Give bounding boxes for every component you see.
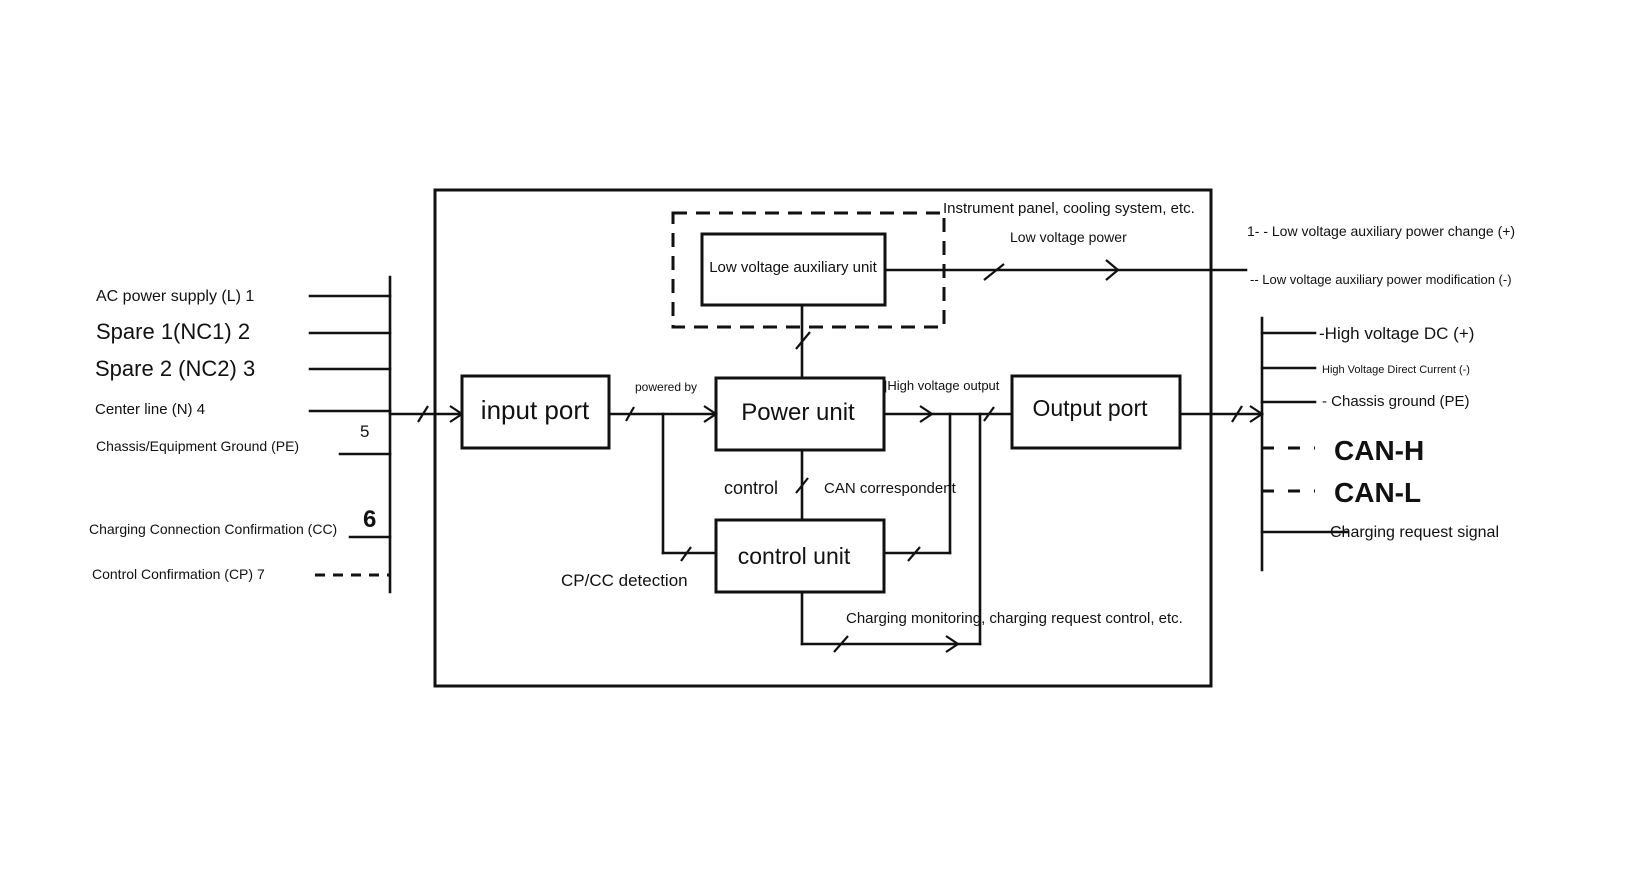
monitor-slash [833,635,849,653]
pin-label-cc: Charging Connection Confirmation (CC) [89,521,337,537]
dc-plus-label: -High voltage DC (+) [1319,324,1474,343]
low-voltage-power-note: Low voltage power [1010,229,1127,245]
output-port-box [1010,374,1182,450]
high-voltage-output-note: |High voltage output [884,378,1000,393]
output-port-label: Output port [1032,395,1148,421]
cp-cc-detection-note: CP/CC detection [561,571,688,590]
power-output-arrowhead [919,405,934,423]
input-port-box [460,374,611,450]
power-output-slash [983,406,995,422]
pin-label-nc2: Spare 2 (NC2) 3 [95,356,255,381]
lv-output-minus-label: -- Low voltage auxiliary power modificat… [1250,272,1512,287]
output-bus-slash [1231,405,1243,423]
input-power-slash [625,406,635,422]
bus-slash [417,405,429,423]
lv-output-arrowhead [1105,259,1120,281]
dc-minus-label: High Voltage Direct Current (-) [1322,364,1470,376]
can-h-label: CAN-H [1334,435,1424,466]
control-unit-box [714,518,886,594]
cp-cc-slash [680,546,692,562]
power-aux-slash [795,331,811,350]
pin-label-cp: Control Confirmation (CP) 7 [92,566,265,582]
instrument-panel-note: Instrument panel, cooling system, etc. [943,200,1195,217]
control-can-slash [907,546,921,562]
pin-label-nc1: Spare 1(NC1) 2 [96,319,250,344]
power-unit-label: Power unit [741,399,855,426]
input-power-arrowhead [703,405,718,423]
power-control-slash [795,477,809,494]
charger-enclosure [433,188,1213,688]
charging-request-label: Charging request signal [1330,524,1499,541]
pin-label-6: 6 [363,506,376,533]
control-unit-label: control unit [738,543,851,569]
dc-pe-label: - Chassis ground (PE) [1322,393,1470,410]
pin-label-n: Center line (N) 4 [95,401,205,418]
powered-by-note: powered by [635,380,697,394]
monitor-arrowhead [945,635,960,653]
lv-aux-unit-label: Low voltage auxiliary unit [709,259,877,276]
input-port-label: input port [481,395,590,425]
can-correspondent-note: CAN correspondent [824,480,957,497]
pin-label-5: 5 [360,422,369,441]
lv-output-slash [983,263,1005,281]
control-note: control [724,478,778,498]
can-l-label: CAN-L [1334,477,1421,508]
charging-monitoring-note: Charging monitoring, charging request co… [846,610,1183,627]
pin-label-pe: Chassis/Equipment Ground (PE) [96,438,299,454]
lv-output-plus-label: 1- - Low voltage auxiliary power change … [1247,223,1515,239]
pin-label-l: AC power supply (L) 1 [96,288,254,305]
